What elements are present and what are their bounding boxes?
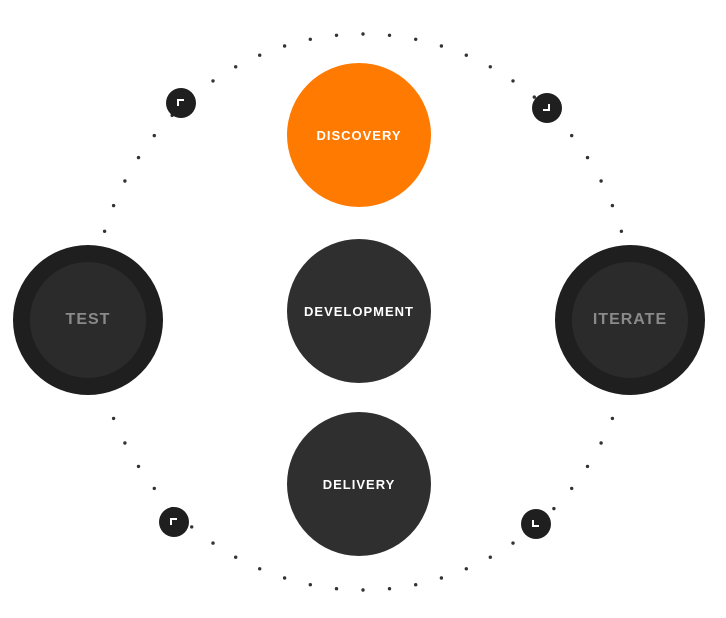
iterate-label: ITERATE	[592, 311, 668, 328]
ring-dot	[439, 576, 444, 580]
ring-dot	[123, 179, 127, 183]
ring-dot	[585, 155, 590, 160]
ring-dot	[258, 53, 262, 57]
ring-dot	[619, 229, 624, 233]
delivery-label: DELIVERY	[322, 476, 396, 492]
ring-dot	[439, 44, 444, 48]
ring-dot	[152, 133, 156, 138]
corner-marker-bottom-left	[159, 507, 189, 537]
ring-dot	[387, 587, 392, 591]
ring-dot	[234, 555, 238, 559]
ring-dot	[610, 203, 615, 208]
ring-dot	[258, 567, 262, 571]
ring-dot	[464, 53, 468, 57]
ring-dot	[136, 464, 141, 469]
ring-dot	[464, 567, 468, 571]
ring-dot	[136, 155, 141, 160]
corner-marker-top-right	[532, 93, 562, 123]
iterate-node[interactable]: ITERATE	[555, 245, 705, 395]
ring-dot	[211, 541, 215, 545]
ring-dot	[282, 44, 287, 48]
ring-dot	[308, 583, 312, 587]
ring-dot	[414, 583, 418, 587]
ring-dot	[488, 65, 492, 69]
ring-dot	[361, 588, 365, 592]
corner-bottom-left-icon	[532, 520, 539, 527]
ring-dot	[387, 33, 392, 37]
ring-dot	[211, 79, 215, 83]
ring-dot	[511, 541, 515, 545]
ring-dot	[511, 79, 515, 83]
ring-dot	[599, 441, 603, 445]
ring-dot	[599, 179, 603, 183]
ring-dot	[570, 486, 574, 491]
development-label: DEVELOPMENT	[304, 303, 414, 319]
corner-marker-top-left	[166, 88, 196, 118]
discovery-node[interactable]: DISCOVERY	[287, 63, 431, 207]
discovery-label: DISCOVERY	[316, 127, 402, 143]
ring-dot	[111, 416, 116, 421]
test-node[interactable]: TEST	[13, 245, 163, 395]
corner-bottom-right-icon	[543, 104, 550, 111]
ring-dot	[585, 464, 590, 469]
delivery-node[interactable]: DELIVERY	[287, 412, 431, 556]
ring-dot	[334, 587, 339, 591]
ring-dot	[610, 416, 615, 421]
ring-dot	[308, 37, 312, 41]
ring-dot	[102, 229, 107, 233]
ring-dot	[111, 203, 116, 208]
development-node[interactable]: DEVELOPMENT	[287, 239, 431, 383]
ring-dot	[414, 37, 418, 41]
corner-top-left-icon	[170, 518, 177, 525]
ring-dot	[190, 525, 194, 529]
ring-dot	[282, 576, 287, 580]
ring-dot	[123, 441, 127, 445]
ring-dot	[152, 486, 156, 491]
corner-top-left-icon	[177, 99, 184, 106]
corner-marker-bottom-right	[521, 509, 551, 539]
ring-dot	[552, 506, 556, 511]
ring-dot	[234, 65, 238, 69]
test-label: TEST	[65, 311, 111, 328]
ring-dot	[488, 555, 492, 559]
ring-dot	[361, 32, 365, 36]
ring-dot	[570, 133, 574, 138]
ring-dot	[334, 33, 339, 37]
